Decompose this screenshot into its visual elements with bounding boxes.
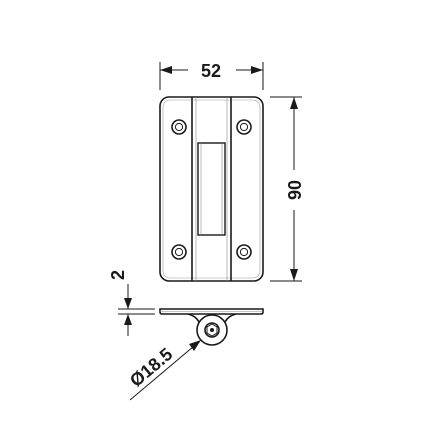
width-arrow-left [160,66,172,74]
screw-hole-top-right [236,119,252,135]
screw-hole-bottom-right [236,244,252,260]
thickness-dimension: 2 [108,270,155,336]
hinge-front-view [159,96,264,282]
diameter-leader-line [129,340,201,401]
screw-hole-top-left [171,119,187,135]
hinge-center-recess [197,142,226,236]
width-dimension: 52 [159,61,264,90]
diameter-arrow [189,340,201,351]
hinge-knuckle-band [191,97,232,281]
thickness-label: 2 [108,270,128,280]
hinge-side-view [159,308,264,346]
hinge-plate-inner [162,99,261,279]
screw-hole-bottom-left [171,244,187,260]
width-label: 52 [201,61,221,81]
height-arrow-bottom [290,269,298,281]
side-knuckle-bore [204,322,220,338]
thickness-arrow-top [124,298,132,309]
height-dimension: 90 [270,96,305,282]
height-label: 90 [285,180,305,200]
side-knuckle-barrel [196,314,228,346]
thickness-arrow-bottom [124,314,132,325]
side-knuckle-flange [187,313,237,323]
hinge-plate-outline [159,96,264,282]
hex-socket-icon [206,323,218,337]
width-arrow-right [251,66,263,74]
side-plate [159,308,264,315]
height-arrow-top [290,97,298,109]
diameter-dimension: Ø18.5 [126,340,201,401]
